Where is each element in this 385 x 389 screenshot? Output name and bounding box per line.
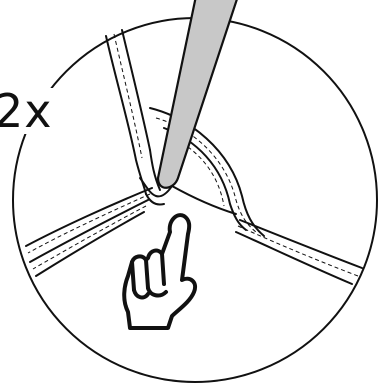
repeat-count-label: 2x [0, 88, 55, 134]
